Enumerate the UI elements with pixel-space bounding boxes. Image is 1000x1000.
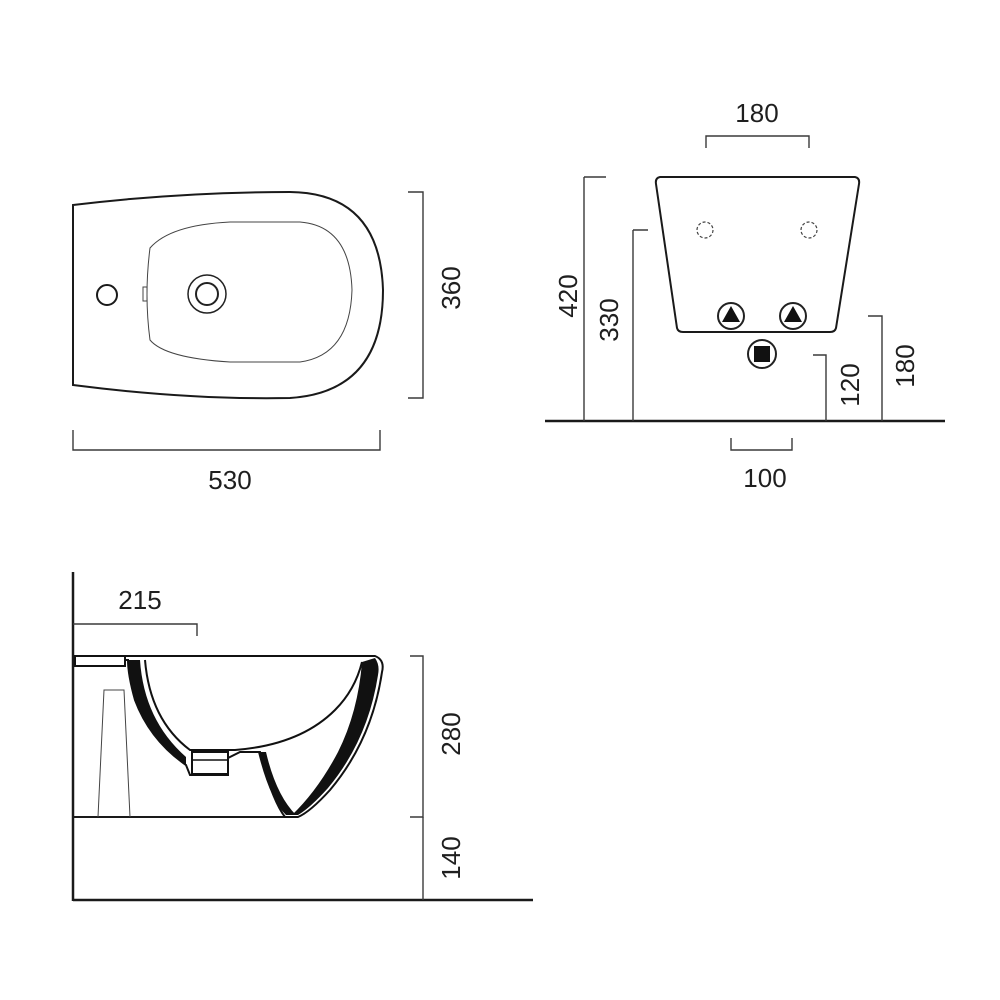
waste-projection-line [73,623,198,636]
overflow-slot-icon [142,286,148,302]
rear-body-outline [654,176,861,333]
side-body-outline [74,655,384,818]
side-wall-thickness [292,658,379,815]
side-basin-inner [144,659,363,751]
supply-height-label: 330 [594,298,624,341]
total-height-line [583,176,606,421]
depth-label: 360 [436,266,466,309]
fixing-spacing-label: 180 [735,98,778,128]
bottom-height-line [868,315,883,421]
side-front-lip [258,752,296,815]
top-view: 530 360 [72,190,466,495]
fixing-stud [97,689,131,818]
tap-hole-icon [96,284,118,306]
width-dimension-line [72,430,381,451]
waste-outlet-icon [191,751,229,775]
floor-clearance-label: 140 [436,836,466,879]
rear-view: 180 420 330 120 180 100 [545,98,945,493]
total-height-label: 420 [553,274,583,317]
rim-detail [74,655,126,667]
fixing-spacing-line [705,135,810,148]
waste-height-label: 120 [835,363,865,406]
body-height-line [410,655,424,818]
waste-square-icon [754,346,770,362]
bottom-height-label: 180 [890,344,920,387]
drain-inner-icon [195,282,219,306]
supply-left-arrow-icon [722,306,740,322]
waste-projection-label: 215 [118,585,161,615]
waste-spacing-label: 100 [743,463,786,493]
waste-height-line [813,354,827,421]
side-rear-wall [128,660,186,765]
width-label: 530 [208,465,251,495]
body-height-label: 280 [436,712,466,755]
bowl-outline-top [72,190,385,400]
supply-right-arrow-icon [784,306,802,322]
depth-dimension-line [408,191,424,399]
waste-spacing-line [730,438,793,451]
fixing-hole-left-icon [696,221,714,239]
fixing-hole-right-icon [800,221,818,239]
basin-inner-top [146,221,353,363]
supply-height-line [632,229,648,421]
side-view: 215 280 140 [71,572,533,902]
